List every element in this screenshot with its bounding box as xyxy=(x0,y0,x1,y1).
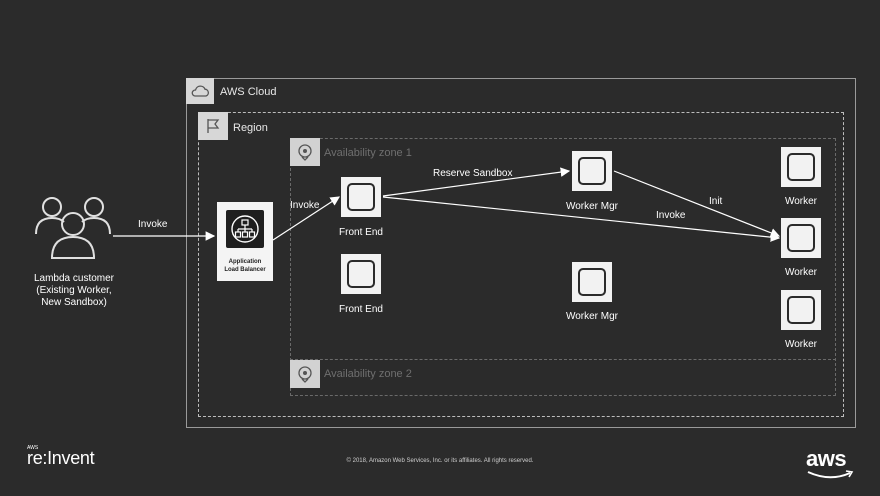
worker-2-label: Worker xyxy=(784,267,818,278)
availability-zone-1-label: Availability zone 1 xyxy=(324,147,412,159)
alb-label-line2: Load Balancer xyxy=(224,267,266,273)
availability-zones-boundary xyxy=(290,138,836,396)
worker-3-label: Worker xyxy=(784,339,818,350)
aws-smile-icon xyxy=(807,470,854,479)
front-end-to-worker-arrow xyxy=(382,196,781,242)
region-label: Region xyxy=(233,122,268,134)
alb-label-line1: Application xyxy=(228,259,262,265)
aws-cloud-boundary xyxy=(186,78,856,428)
reinvent-logo-text: re:Invent xyxy=(27,448,95,468)
alb-invoke-label: Invoke xyxy=(290,200,320,211)
worker-mgr-node-2 xyxy=(572,262,612,302)
front-end-1-label: Front End xyxy=(339,227,383,238)
flag-icon xyxy=(198,112,228,140)
worker-node-2 xyxy=(781,218,821,258)
worker-mgr-1-label: Worker Mgr xyxy=(565,201,619,212)
availability-zone-2-label: Availability zone 2 xyxy=(324,368,412,380)
customer-label-line2: (Existing Worker, xyxy=(36,285,112,296)
reinvent-logo: AWS re:Invent xyxy=(27,445,95,469)
reserve-sandbox-label: Reserve Sandbox xyxy=(433,168,513,179)
worker-1-label: Worker xyxy=(784,196,818,207)
customer-label-line1: Lambda customer xyxy=(33,273,115,284)
front-end-node-2 xyxy=(341,254,381,294)
reinvent-logo-small: AWS xyxy=(27,445,39,451)
worker-node-1 xyxy=(781,147,821,187)
aws-logo: aws xyxy=(806,446,854,479)
location-pin-icon xyxy=(290,360,320,388)
customer-label-line3: New Sandbox) xyxy=(41,297,107,308)
worker-mgr-2-label: Worker Mgr xyxy=(565,311,619,322)
worker-mgr-node-1 xyxy=(572,151,612,191)
region-boundary xyxy=(198,112,844,417)
front-end-2-label: Front End xyxy=(339,304,383,315)
front-end-node-1 xyxy=(341,177,381,217)
location-pin-icon xyxy=(290,138,320,166)
worker-node-3 xyxy=(781,290,821,330)
copyright-notice: © 2018, Amazon Web Services, Inc. or its… xyxy=(346,458,534,464)
init-arrow xyxy=(613,170,781,238)
init-label: Init xyxy=(709,196,723,207)
cloud-icon xyxy=(186,78,214,104)
aws-logo-text: aws xyxy=(806,446,847,471)
availability-zone-divider xyxy=(290,359,836,360)
worker-invoke-label: Invoke xyxy=(656,210,686,221)
load-balancer-icon xyxy=(226,210,264,248)
customer-invoke-label: Invoke xyxy=(138,219,168,230)
alb-label: Application Load Balancer xyxy=(217,258,273,274)
aws-cloud-label: AWS Cloud xyxy=(220,86,277,98)
alb-to-front-end-arrow xyxy=(272,196,341,241)
reserve-sandbox-arrow xyxy=(382,167,571,197)
users-icon xyxy=(32,194,114,265)
